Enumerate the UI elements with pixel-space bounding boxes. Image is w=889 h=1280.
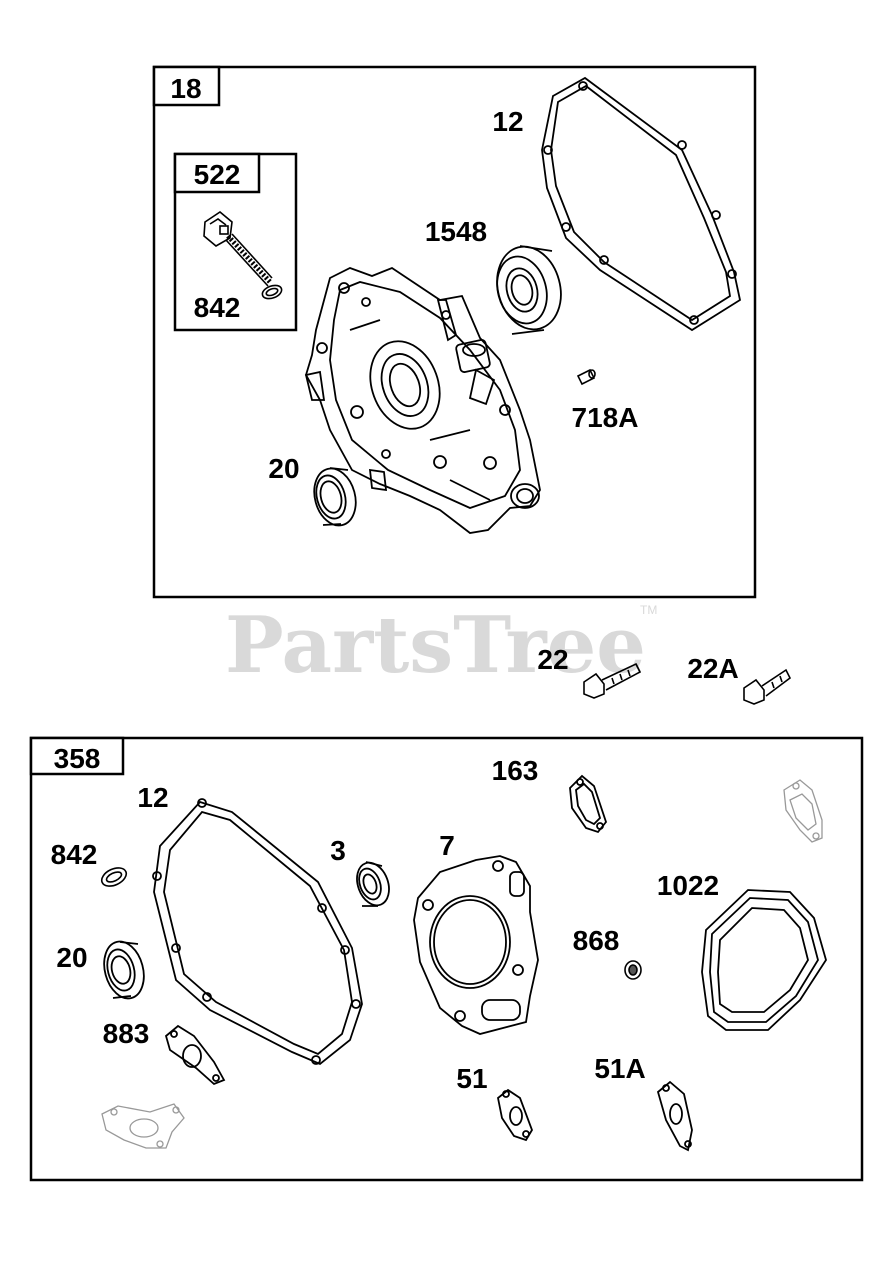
gasket-12-top[interactable] [541, 76, 742, 332]
gasket-light-outline [783, 779, 823, 843]
callout-22a: 22A [687, 653, 738, 684]
o-ring-842-top[interactable] [261, 283, 284, 301]
callout-1022: 1022 [657, 870, 719, 901]
oil-seal-20-top[interactable] [308, 464, 362, 530]
callout-51: 51 [456, 1063, 487, 1094]
group-358-frame [29, 736, 864, 1182]
o-ring-842-bottom[interactable] [99, 864, 129, 889]
dowel-pin-718a[interactable] [576, 368, 596, 386]
callout-3: 3 [330, 835, 346, 866]
bolt-22[interactable] [583, 662, 642, 699]
gasket-light-outline-left [101, 1103, 185, 1149]
callout-22: 22 [537, 644, 568, 675]
watermark-brand: PartsTree [225, 600, 646, 691]
dipstick-part[interactable] [203, 211, 273, 287]
callout-7: 7 [439, 830, 455, 861]
gasket-883[interactable] [164, 1024, 226, 1086]
crankcase-cover[interactable] [304, 266, 541, 534]
callout-12-bottom: 12 [137, 782, 168, 813]
bearing-1548[interactable] [488, 239, 570, 336]
group-18-frame [152, 65, 757, 599]
group-522-number: 522 [194, 159, 241, 190]
callout-868: 868 [573, 925, 620, 956]
gasket-51a[interactable] [656, 1080, 693, 1152]
callout-20-bottom: 20 [56, 942, 87, 973]
callout-12-top: 12 [492, 106, 523, 137]
callout-51a: 51A [594, 1053, 645, 1084]
bolt-22a[interactable] [743, 668, 792, 705]
grommet-868[interactable] [624, 960, 642, 980]
group-18-number: 18 [170, 73, 201, 104]
callout-842-top: 842 [194, 292, 241, 323]
group-522-frame [173, 152, 298, 332]
rocker-cover-gasket-1022[interactable] [701, 889, 827, 1031]
callout-842-bottom: 842 [51, 839, 98, 870]
gasket-12-bottom[interactable] [152, 798, 363, 1066]
group-358-number: 358 [54, 743, 101, 774]
callout-20-top: 20 [268, 453, 299, 484]
callout-1548: 1548 [425, 216, 487, 247]
oil-seal-20-bottom[interactable] [98, 937, 150, 1003]
gasket-163[interactable] [569, 774, 608, 834]
gasket-51[interactable] [497, 1088, 533, 1142]
watermark-trademark: TM [640, 603, 657, 617]
oil-seal-3[interactable] [351, 858, 394, 910]
head-gasket-7[interactable] [413, 855, 539, 1035]
callout-883: 883 [103, 1018, 150, 1049]
callout-163: 163 [492, 755, 539, 786]
callout-718a: 718A [572, 402, 639, 433]
